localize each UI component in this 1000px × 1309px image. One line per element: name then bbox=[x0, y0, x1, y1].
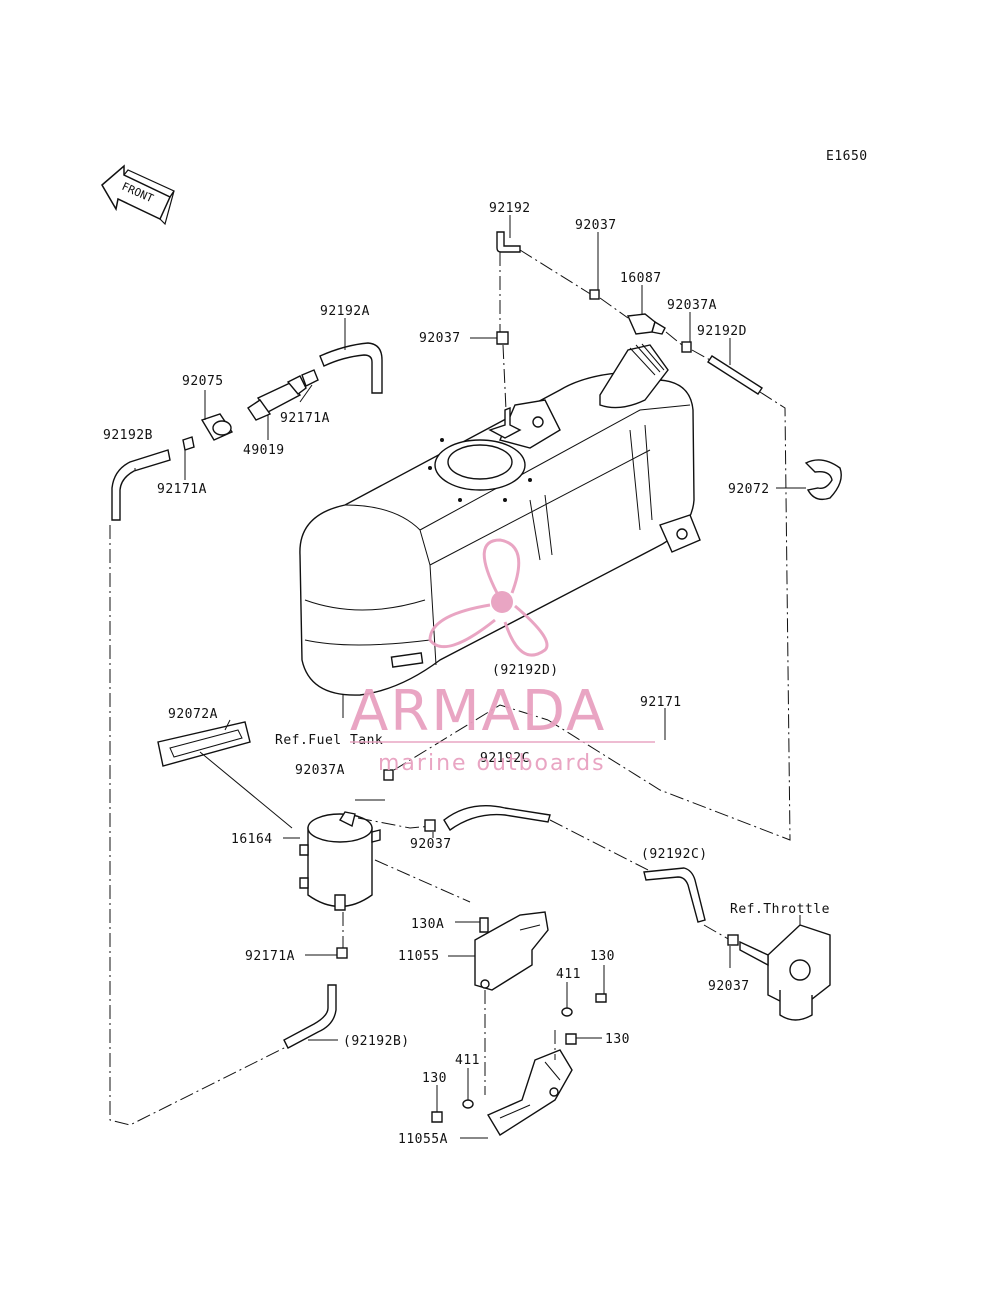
label-92171A-mid: 92171A bbox=[280, 411, 330, 426]
label-11055A: 11055A bbox=[398, 1132, 448, 1147]
label-92171A-left: 92171A bbox=[157, 482, 207, 497]
check-valve-16087 bbox=[599, 297, 683, 346]
label-92192D: 92192D bbox=[697, 324, 747, 339]
fuel-filter-49019 bbox=[247, 375, 307, 421]
label-92037A-top: 92037A bbox=[667, 298, 717, 313]
hose-92192B-upper bbox=[111, 449, 171, 521]
bracket-11055A bbox=[486, 1049, 573, 1136]
label-130-left: 130 bbox=[422, 1071, 447, 1086]
label-92192C: 92192C bbox=[480, 751, 530, 766]
clamp-92171A-left bbox=[182, 436, 195, 451]
clamp-92037A-top bbox=[681, 341, 692, 353]
bolt-130-left bbox=[431, 1111, 443, 1123]
ref-fuel-tank-label: Ref.Fuel Tank bbox=[275, 733, 383, 748]
label-92072: 92072 bbox=[728, 482, 770, 497]
label-92192: 92192 bbox=[489, 201, 531, 216]
watermark-tagline: marine outboards bbox=[378, 751, 606, 776]
label-92192D-paren: (92192D) bbox=[492, 663, 559, 678]
label-130-mid: 130 bbox=[605, 1032, 630, 1047]
clamp-92072 bbox=[804, 459, 842, 501]
holder-92075 bbox=[200, 413, 234, 441]
clamp-92171A-low bbox=[336, 947, 348, 959]
label-92037-left: 92037 bbox=[419, 331, 461, 346]
watermark-brand: ARMADA bbox=[350, 679, 606, 744]
propeller-logo-icon bbox=[428, 538, 549, 657]
hose-92192B-lower bbox=[283, 984, 337, 1049]
label-49019: 49019 bbox=[243, 443, 285, 458]
bracket-92072A bbox=[157, 721, 251, 767]
clamp-92037-top bbox=[589, 289, 600, 300]
fuel-tank bbox=[299, 343, 701, 696]
label-92192A: 92192A bbox=[320, 304, 370, 319]
label-92075: 92075 bbox=[182, 374, 224, 389]
label-92192C-paren: (92192C) bbox=[641, 847, 708, 862]
bolt-130-top bbox=[595, 993, 607, 1003]
ref-throttle-label: Ref.Throttle bbox=[730, 902, 830, 917]
hose-92192D bbox=[707, 355, 763, 395]
front-arrow-icon: FRONT bbox=[101, 164, 175, 226]
throttle-body bbox=[739, 924, 831, 1021]
label-16164: 16164 bbox=[231, 832, 273, 847]
bracket-11055 bbox=[474, 911, 549, 991]
label-92037A-low: 92037A bbox=[295, 763, 345, 778]
label-92037-top: 92037 bbox=[575, 218, 617, 233]
label-92171: 92171 bbox=[640, 695, 682, 710]
label-16087: 16087 bbox=[620, 271, 662, 286]
bolt-130A bbox=[479, 917, 489, 933]
label-411-left: 411 bbox=[455, 1053, 480, 1068]
label-92037-low: 92037 bbox=[410, 837, 452, 852]
label-92072A: 92072A bbox=[168, 707, 218, 722]
label-130-top: 130 bbox=[590, 949, 615, 964]
washer-411-right bbox=[561, 1007, 573, 1017]
hose-elbow-92192 bbox=[496, 231, 521, 253]
clamp-92037-left bbox=[496, 331, 509, 345]
label-92192B-paren: (92192B) bbox=[343, 1034, 410, 1049]
bolt-130-mid bbox=[565, 1033, 577, 1045]
label-92171A-low: 92171A bbox=[245, 949, 295, 964]
hose-92192C-lower bbox=[643, 867, 706, 923]
watermark: ARMADA marine outboards bbox=[350, 538, 655, 776]
diagram-code: E1650 bbox=[826, 149, 868, 164]
clamp-92037-right bbox=[727, 934, 739, 946]
label-92192B: 92192B bbox=[103, 428, 153, 443]
label-92037-right: 92037 bbox=[708, 979, 750, 994]
clamp-92037A-low bbox=[383, 769, 394, 781]
clamp-92037-low bbox=[424, 819, 436, 832]
label-11055: 11055 bbox=[398, 949, 440, 964]
canister-16164 bbox=[299, 811, 381, 911]
washer-411-left bbox=[462, 1099, 474, 1109]
label-411-right: 411 bbox=[556, 967, 581, 982]
hose-92192C bbox=[443, 805, 551, 832]
hose-92192A bbox=[319, 342, 383, 394]
label-130A: 130A bbox=[411, 917, 444, 932]
clamp-92171A-mid bbox=[301, 369, 319, 387]
